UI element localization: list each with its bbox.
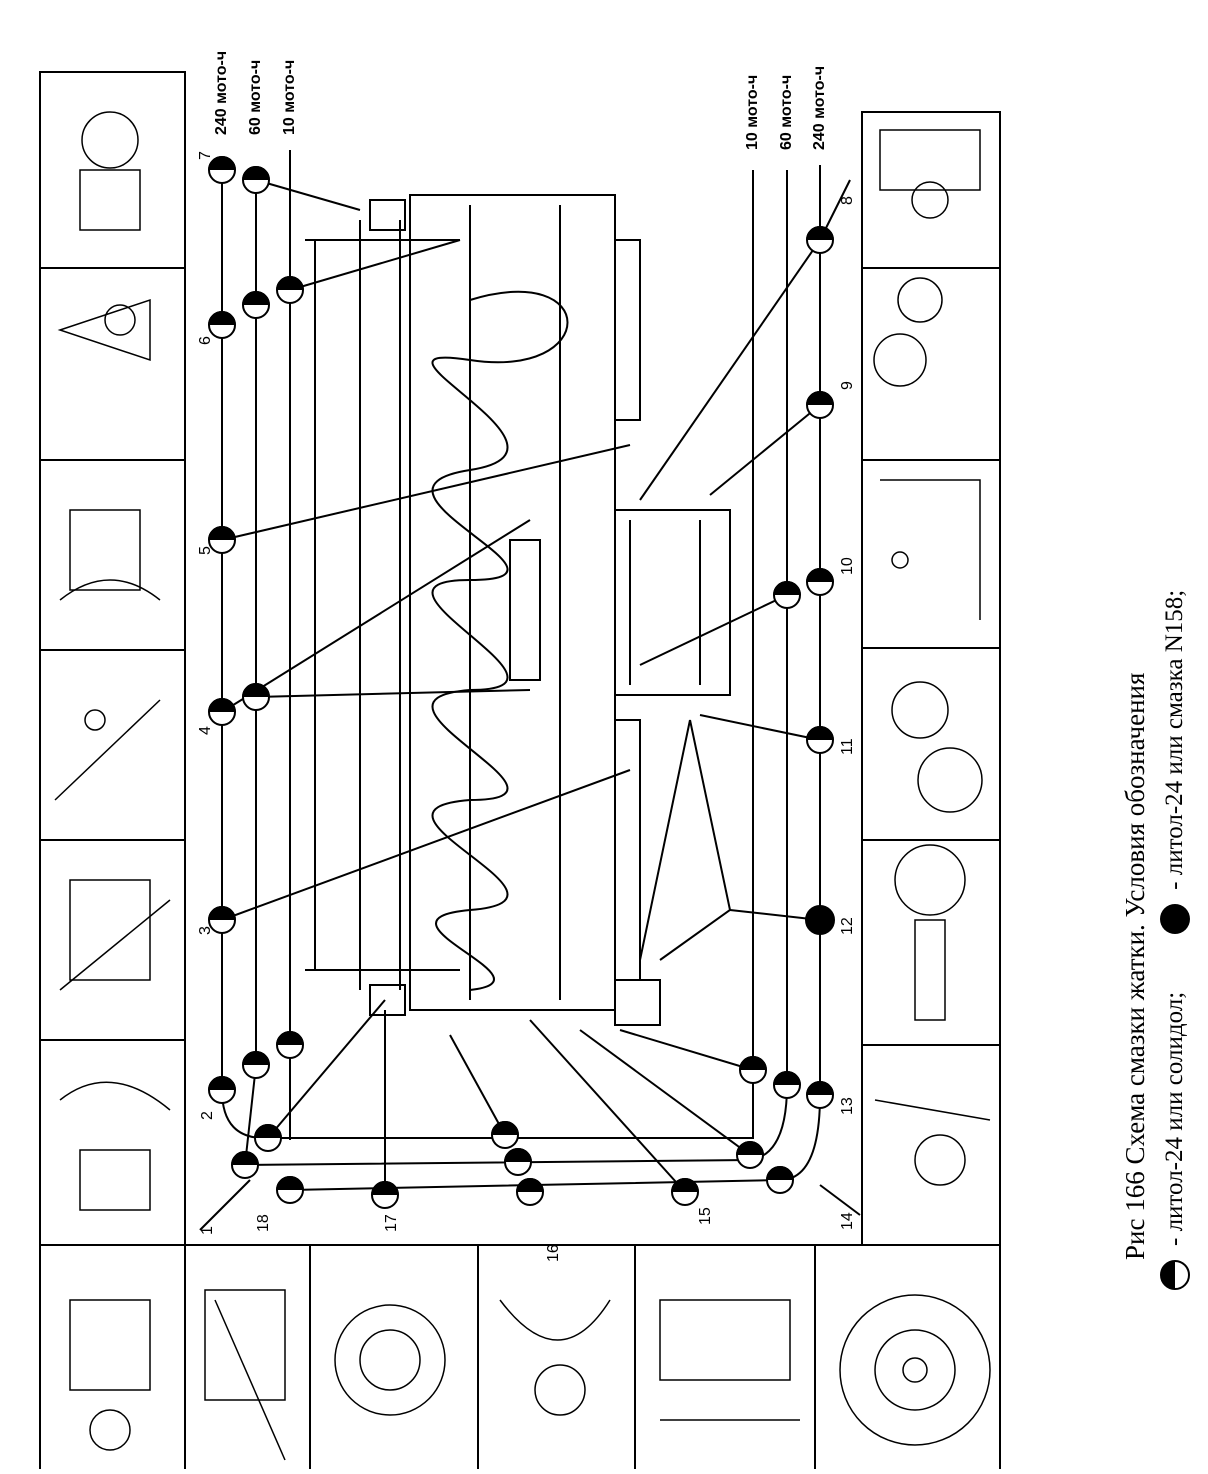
legend: - литол-24 или солидол; - литол-24 или с… [1160, 590, 1190, 1290]
point-number: 11 [839, 738, 856, 755]
point-number: 8 [839, 196, 856, 205]
half-filled-marker [516, 1178, 544, 1206]
point-number: 12 [839, 917, 856, 935]
interval-label: 240 мото-ч [213, 51, 230, 135]
half-filled-marker [371, 1181, 399, 1209]
feeder-housing [614, 509, 731, 696]
half-filled-marker [773, 581, 801, 609]
half-filled-marker-icon [1160, 1260, 1190, 1290]
half-filled-marker [208, 311, 236, 339]
half-filled-marker [736, 1141, 764, 1169]
inset-photo-frame [39, 71, 186, 1474]
half-filled-marker [671, 1178, 699, 1206]
half-filled-marker [231, 1151, 259, 1179]
half-filled-marker [806, 391, 834, 419]
half-filled-marker [254, 1124, 282, 1152]
interval-label: 240 мото-ч [811, 66, 828, 150]
point-number: 15 [697, 1207, 714, 1225]
point-number: 1 [199, 1226, 216, 1235]
lubrication-markers [208, 156, 835, 1209]
inset-photo-frame [861, 111, 1001, 1246]
half-filled-marker [208, 156, 236, 184]
half-filled-marker [739, 1056, 767, 1084]
figure-caption: Рис 166 Схема смазки жатки. Условия обоз… [1120, 672, 1150, 1260]
half-filled-marker [242, 1051, 270, 1079]
point-number: 6 [197, 336, 214, 345]
interval-label: 60 мото-ч [247, 60, 264, 135]
half-filled-marker [242, 291, 270, 319]
half-filled-marker [491, 1121, 519, 1149]
half-filled-marker [806, 226, 834, 254]
point-number: 5 [197, 546, 214, 555]
point-number: 4 [197, 726, 214, 735]
half-filled-marker [276, 276, 304, 304]
point-number: 3 [197, 926, 214, 935]
point-number: 14 [839, 1212, 856, 1230]
point-number: 10 [839, 557, 856, 575]
half-filled-marker [806, 726, 834, 754]
interval-label: 10 мото-ч [744, 75, 761, 150]
half-filled-marker [766, 1166, 794, 1194]
half-filled-marker [276, 1176, 304, 1204]
point-number: 7 [197, 151, 214, 160]
half-filled-marker [208, 698, 236, 726]
filled-marker-icon [1160, 903, 1190, 934]
point-number: 13 [839, 1097, 856, 1115]
point-number: 9 [839, 381, 856, 390]
point-number: 18 [255, 1214, 272, 1232]
point-number: 17 [383, 1214, 400, 1232]
legend-half-filled-label: - литол-24 или солидол; [1161, 991, 1188, 1246]
half-filled-marker [208, 526, 236, 554]
half-filled-marker [208, 906, 236, 934]
half-filled-marker [773, 1071, 801, 1099]
half-filled-marker [504, 1148, 532, 1176]
half-filled-marker [242, 683, 270, 711]
half-filled-marker [806, 1081, 834, 1109]
interval-label: 10 мото-ч [281, 60, 298, 135]
auger-spiral [431, 290, 569, 991]
half-filled-marker [208, 1076, 236, 1104]
interval-label: 60 мото-ч [778, 75, 795, 150]
inset-photo-frame [184, 1244, 1001, 1474]
half-filled-marker [806, 568, 834, 596]
header-frame [409, 194, 616, 1011]
legend-filled-label: - литол-24 или смазка N158; [1161, 589, 1188, 890]
half-filled-marker [276, 1031, 304, 1059]
half-filled-marker [242, 166, 270, 194]
point-number: 2 [199, 1111, 216, 1120]
filled-marker [805, 905, 835, 935]
point-number: 16 [545, 1244, 562, 1262]
